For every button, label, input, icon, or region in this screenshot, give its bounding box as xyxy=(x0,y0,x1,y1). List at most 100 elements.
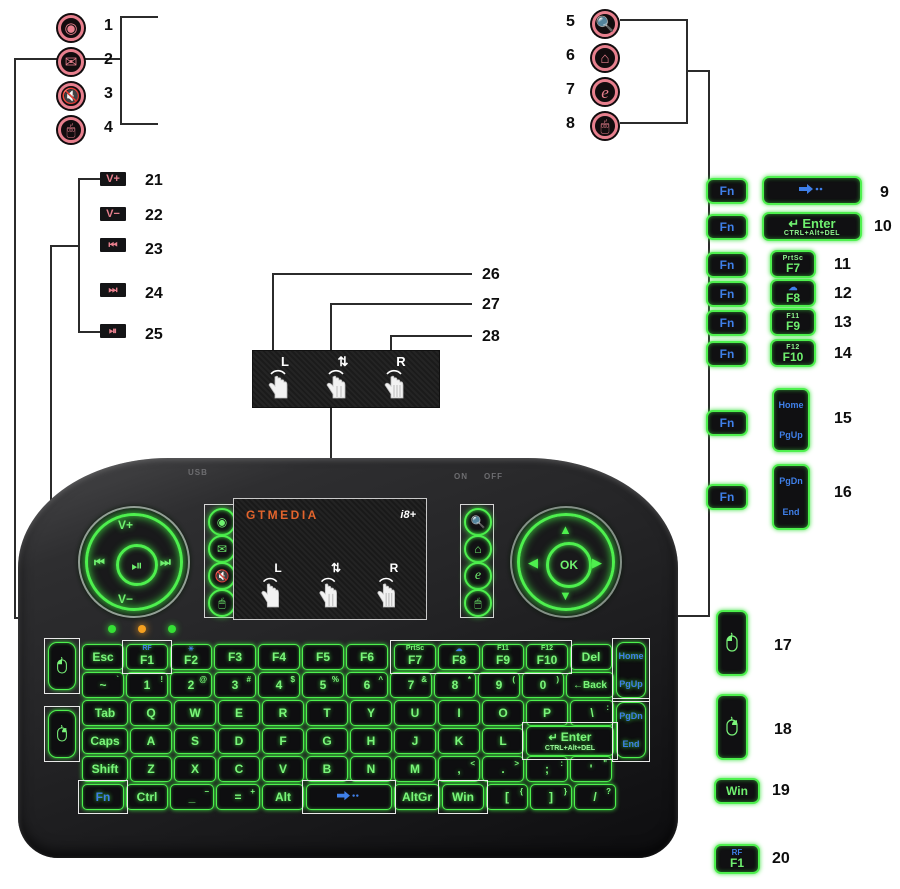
key-period[interactable]: .> xyxy=(482,756,524,782)
key-z[interactable]: Z xyxy=(130,756,172,782)
key-f6[interactable]: F6 xyxy=(346,644,388,670)
key-m[interactable]: M xyxy=(394,756,436,782)
key-x[interactable]: X xyxy=(174,756,216,782)
key-fn[interactable]: Fn xyxy=(82,784,124,810)
ring-next-label[interactable]: ⏭ xyxy=(160,555,171,569)
key-semicolon[interactable]: ;: xyxy=(526,756,568,782)
device-media-player-button[interactable]: ◉ xyxy=(208,508,236,536)
key-altgr[interactable]: AltGr xyxy=(394,784,440,810)
key-comma[interactable]: ,< xyxy=(438,756,480,782)
key-h[interactable]: H xyxy=(350,728,392,754)
key-home-pgup[interactable]: Home PgUp xyxy=(616,642,646,698)
device-mouse-right-key[interactable] xyxy=(48,710,76,758)
device-mouse-left-key[interactable] xyxy=(48,642,76,690)
ring-volume-up-label[interactable]: V+ xyxy=(118,518,134,532)
key-7[interactable]: 7& xyxy=(390,672,432,698)
key-f3[interactable]: F3 xyxy=(214,644,256,670)
key-o[interactable]: O xyxy=(482,700,524,726)
media-control-ring[interactable]: V+ V− ⏮ ⏭ ⏯ xyxy=(78,506,190,618)
key-del[interactable]: Del xyxy=(570,644,612,670)
key-alt[interactable]: Alt xyxy=(262,784,304,810)
legend-mouse-left-key xyxy=(716,610,748,676)
key-i[interactable]: I xyxy=(438,700,480,726)
key-8[interactable]: 8* xyxy=(434,672,476,698)
key-r[interactable]: R xyxy=(262,700,304,726)
key-f5[interactable]: F5 xyxy=(302,644,344,670)
key-f2[interactable]: ☀F2 xyxy=(170,644,212,670)
key-bracket-left[interactable]: [{ xyxy=(486,784,528,810)
key-y[interactable]: Y xyxy=(350,700,392,726)
ok-button[interactable]: OK xyxy=(546,542,592,588)
device-home-button[interactable]: ⌂ xyxy=(464,535,492,563)
key-shift[interactable]: Shift xyxy=(82,756,128,782)
media-chip-volume-down: V− xyxy=(100,207,126,221)
key-l[interactable]: L xyxy=(482,728,524,754)
dpad-down-button[interactable]: ▼ xyxy=(559,588,572,603)
legend-fn-key: Fn xyxy=(706,178,748,204)
key-backspace[interactable]: ←Back xyxy=(566,672,614,698)
key-t[interactable]: T xyxy=(306,700,348,726)
dpad-right-button[interactable]: ▶ xyxy=(592,555,602,570)
dpad-left-button[interactable]: ◀ xyxy=(528,555,538,570)
directional-pad[interactable]: ▲ ▼ ◀ ▶ OK xyxy=(510,506,622,618)
key-d[interactable]: D xyxy=(218,728,260,754)
key-q[interactable]: Q xyxy=(130,700,172,726)
key-v[interactable]: V xyxy=(262,756,304,782)
key-e[interactable]: E xyxy=(218,700,260,726)
key-n[interactable]: N xyxy=(350,756,392,782)
key-6[interactable]: 6^ xyxy=(346,672,388,698)
key-c[interactable]: C xyxy=(218,756,260,782)
key-k[interactable]: K xyxy=(438,728,480,754)
key-4[interactable]: 4$ xyxy=(258,672,300,698)
key-tilde[interactable]: ~` xyxy=(82,672,124,698)
key-a[interactable]: A xyxy=(130,728,172,754)
key-esc[interactable]: Esc xyxy=(82,644,124,670)
key-5[interactable]: 5% xyxy=(302,672,344,698)
device-email-button[interactable]: ✉ xyxy=(208,535,236,563)
key-f8[interactable]: ☁F8 xyxy=(438,644,480,670)
device-mouse-button[interactable]: 🖱 xyxy=(208,589,236,617)
key-2[interactable]: 2@ xyxy=(170,672,212,698)
key-backslash[interactable]: \: xyxy=(570,700,614,726)
key-j[interactable]: J xyxy=(394,728,436,754)
key-pgdn-end[interactable]: PgDn End xyxy=(616,702,646,758)
key-equals[interactable]: =+ xyxy=(216,784,260,810)
device-browser-button[interactable]: e xyxy=(464,562,492,590)
device-mute-button[interactable]: 🔇 xyxy=(208,562,236,590)
touchpad[interactable]: GTMEDIA i8+ L ⇅ R xyxy=(233,498,427,620)
key-u[interactable]: U xyxy=(394,700,436,726)
callout-number: 3 xyxy=(104,85,113,102)
key-tab[interactable]: Tab xyxy=(82,700,128,726)
key-win[interactable]: Win xyxy=(442,784,484,810)
device-search-button[interactable]: 🔍 xyxy=(464,508,492,536)
key-9[interactable]: 9( xyxy=(478,672,520,698)
key-quote[interactable]: '" xyxy=(570,756,612,782)
key-f[interactable]: F xyxy=(262,728,304,754)
device-mouse-pointer-button[interactable]: 🖱 xyxy=(464,589,492,617)
key-s[interactable]: S xyxy=(174,728,216,754)
key-ctrl[interactable]: Ctrl xyxy=(126,784,168,810)
key-bracket-right[interactable]: ]} xyxy=(530,784,572,810)
ring-play-pause-button[interactable]: ⏯ xyxy=(116,544,158,586)
key-caps[interactable]: Caps xyxy=(82,728,128,754)
ring-volume-down-label[interactable]: V− xyxy=(118,592,134,606)
key-slash[interactable]: /? xyxy=(574,784,616,810)
key-enter[interactable]: ↵Enter CTRL+Alt+DEL xyxy=(526,726,614,756)
key-space[interactable] xyxy=(306,784,392,810)
key-1[interactable]: 1! xyxy=(126,672,168,698)
key-w[interactable]: W xyxy=(174,700,216,726)
key-underscore[interactable]: _− xyxy=(170,784,214,810)
key-3[interactable]: 3# xyxy=(214,672,256,698)
key-g[interactable]: G xyxy=(306,728,348,754)
mouse-icon: 🖱 xyxy=(218,595,226,610)
key-0[interactable]: 0) xyxy=(522,672,564,698)
key-f4[interactable]: F4 xyxy=(258,644,300,670)
dpad-up-button[interactable]: ▲ xyxy=(559,522,572,537)
key-b[interactable]: B xyxy=(306,756,348,782)
ring-previous-label[interactable]: ⏮ xyxy=(94,555,105,569)
key-p[interactable]: P xyxy=(526,700,568,726)
